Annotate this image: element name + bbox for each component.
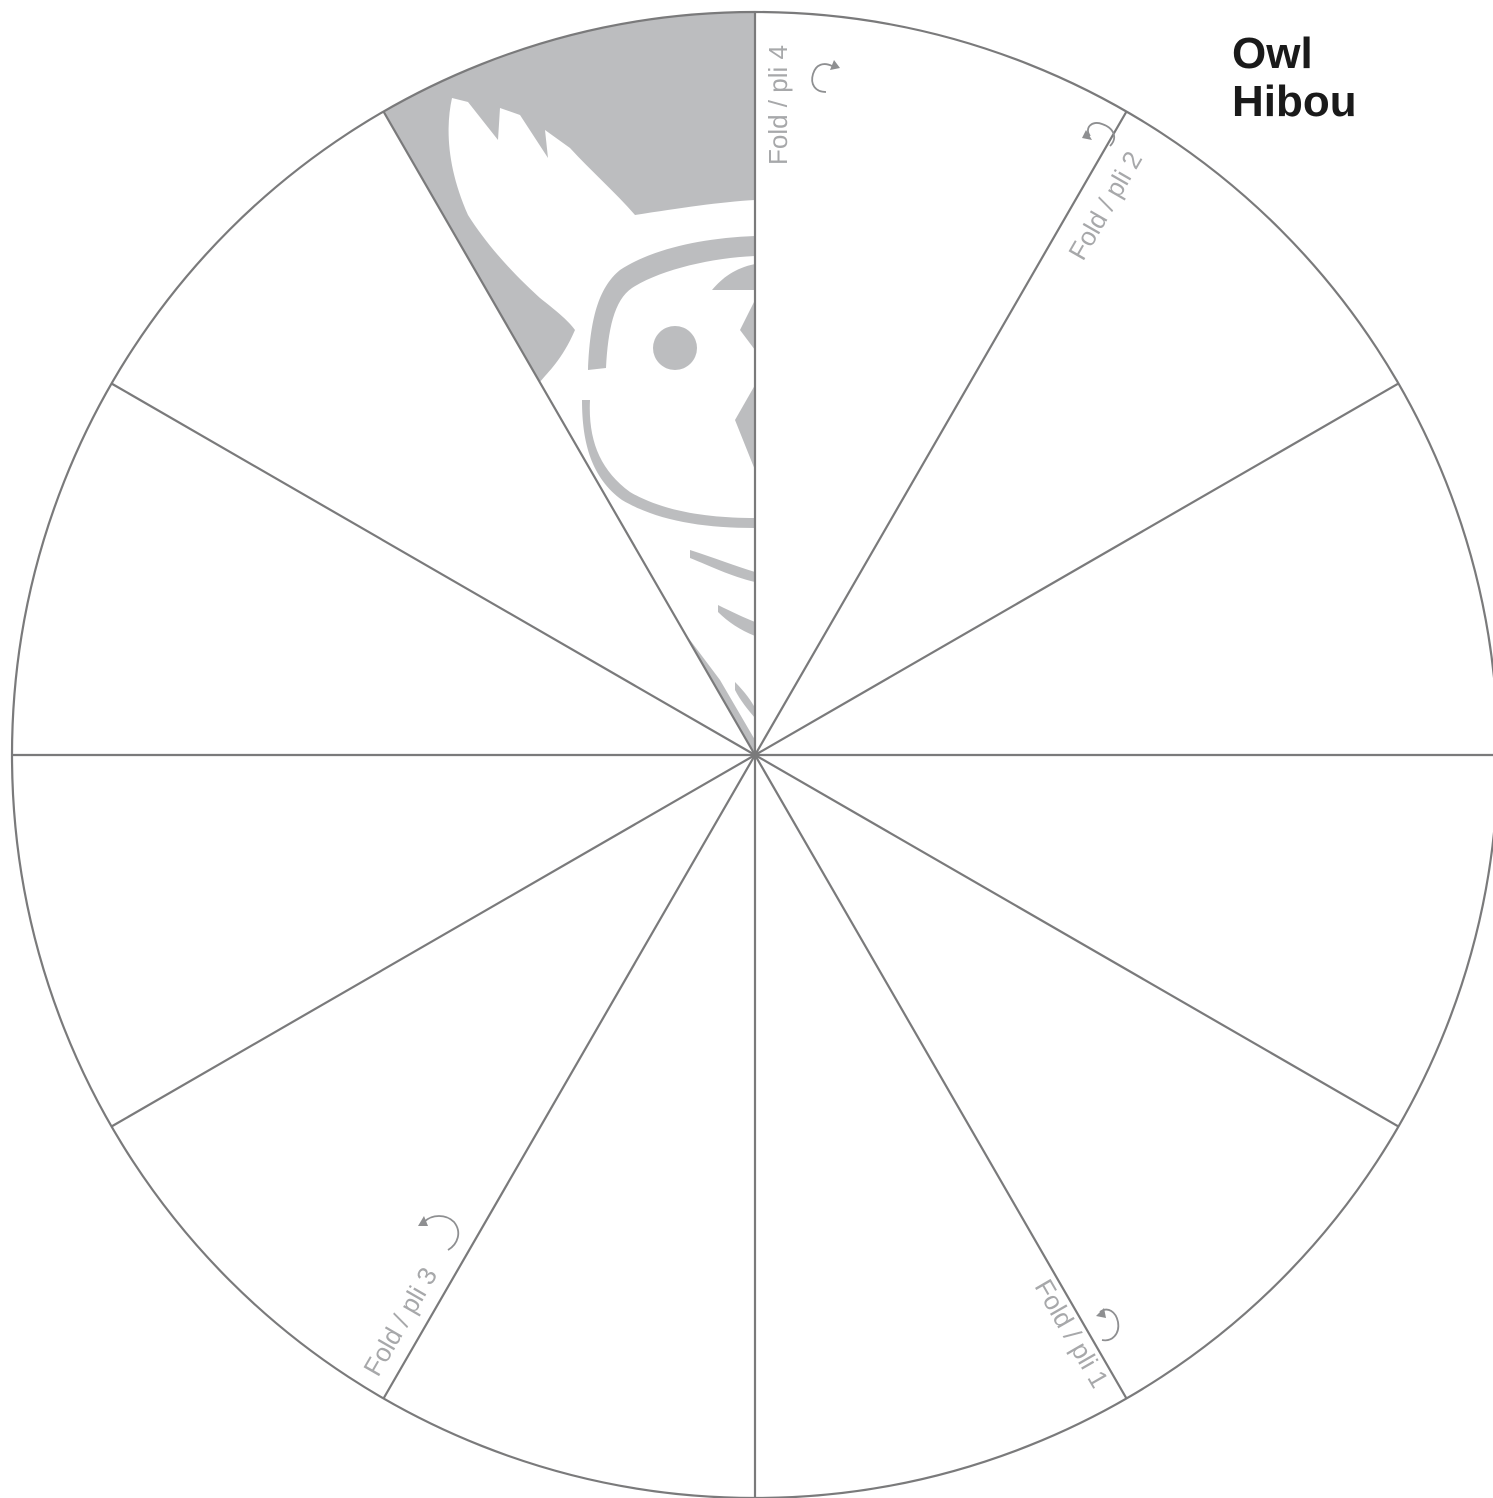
fold-4-arrow-icon: [811, 60, 840, 93]
fold-4-label: Fold / pli 4: [763, 45, 793, 165]
spoke-210: [110, 754, 756, 1128]
fold-lines: [12, 12, 1493, 1498]
spoke-60: [754, 110, 1128, 756]
fold-arrows: [418, 60, 1120, 1342]
owl-stripe-3: [735, 682, 755, 718]
spoke-150: [110, 382, 756, 756]
fold-3-arrow-icon: [418, 1215, 460, 1251]
owl-beak: [740, 300, 755, 350]
title-french: Hibou: [1232, 77, 1357, 126]
owl-face-ring-lower: [582, 400, 755, 528]
fold-1-label: Fold / pli 1: [1029, 1274, 1115, 1393]
spoke-330: [754, 754, 1400, 1128]
fold-2-arrow-icon: [1082, 122, 1116, 147]
owl-brow: [712, 264, 755, 290]
owl-cutout-pattern: [383, 11, 755, 755]
title-english: Owl: [1232, 29, 1313, 78]
spoke-120: [382, 110, 756, 756]
owl-stripe-2: [718, 605, 755, 636]
owl-eye: [653, 326, 697, 370]
spoke-300: [754, 754, 1128, 1400]
fold-3-label: Fold / pli 3: [357, 1262, 443, 1381]
spoke-30: [754, 382, 1400, 756]
owl-stripe-1: [690, 550, 755, 582]
fold-1-arrow-icon: [1096, 1308, 1120, 1342]
fold-2-label: Fold / pli 2: [1062, 146, 1148, 265]
template-title: Owl Hibou: [1232, 30, 1357, 126]
owl-face-ring: [588, 236, 755, 370]
owl-beak-lower: [735, 385, 755, 470]
spoke-240: [382, 754, 756, 1400]
